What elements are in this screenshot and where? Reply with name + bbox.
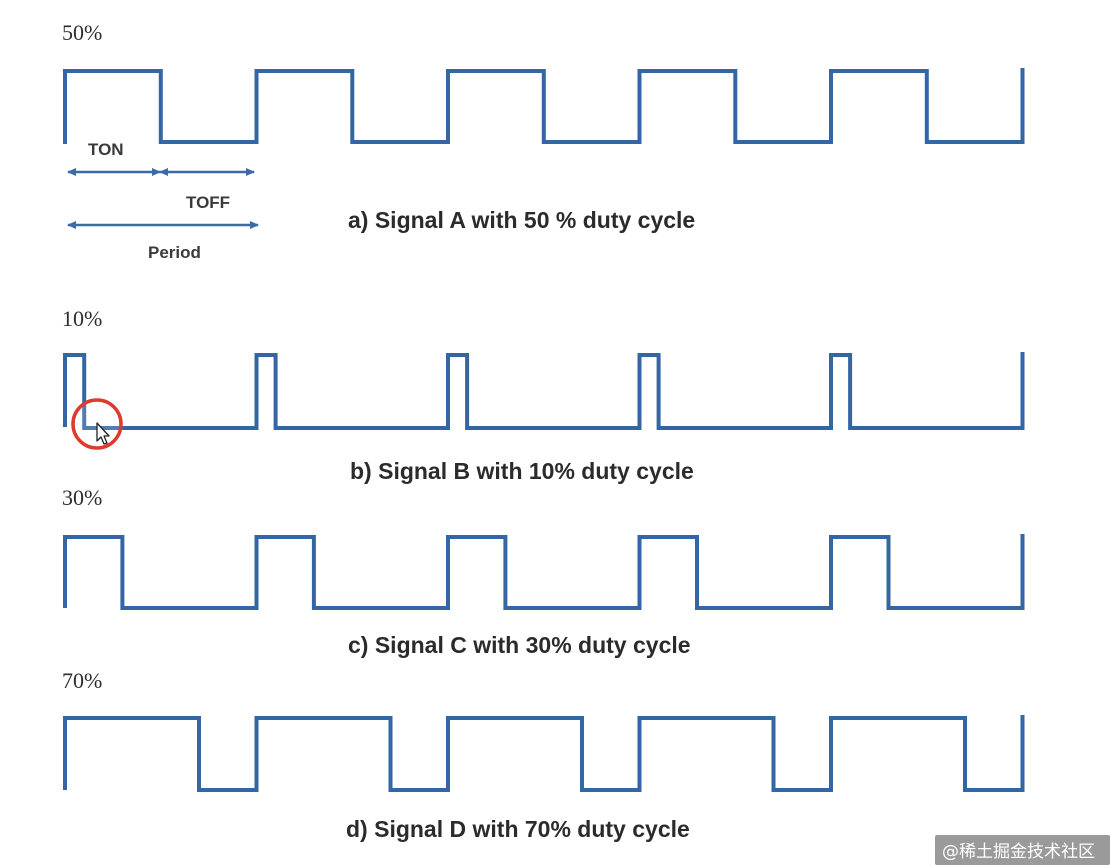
toff-label: TOFF xyxy=(186,193,230,212)
signal-a-waveform xyxy=(63,68,1025,144)
signal-d-caption: d) Signal D with 70% duty cycle xyxy=(346,816,690,842)
signal-b-caption: b) Signal B with 10% duty cycle xyxy=(350,458,694,484)
signal-d-waveform xyxy=(63,715,1025,792)
signal-c-group: 30% c) Signal C with 30% duty cycle xyxy=(62,485,1025,658)
signal-d-percent-label: 70% xyxy=(62,668,102,693)
signal-a-group: 50% a) Signal A with 50 % duty cycle xyxy=(62,20,1025,233)
timing-annotations: TON TOFF Period xyxy=(67,140,259,262)
signal-c-waveform xyxy=(63,534,1025,610)
mouse-pointer-icon xyxy=(96,422,110,445)
signal-a-caption: a) Signal A with 50 % duty cycle xyxy=(348,207,695,233)
signal-b-percent-label: 10% xyxy=(62,306,102,331)
signal-c-percent-label: 30% xyxy=(62,485,102,510)
signal-c-caption: c) Signal C with 30% duty cycle xyxy=(348,632,691,658)
period-label: Period xyxy=(148,243,201,262)
watermark: @稀土掘金技术社区 xyxy=(935,835,1110,865)
signal-d-group: 70% d) Signal D with 70% duty cycle xyxy=(62,668,1025,842)
ton-label: TON xyxy=(88,140,124,159)
signal-b-waveform xyxy=(63,352,1025,430)
signal-a-percent-label: 50% xyxy=(62,20,102,45)
signal-b-group: 10% b) Signal B with 10% duty cycle xyxy=(62,306,1025,484)
cursor-overlay xyxy=(71,398,123,450)
watermark-text: @稀土掘金技术社区 xyxy=(942,842,1095,862)
